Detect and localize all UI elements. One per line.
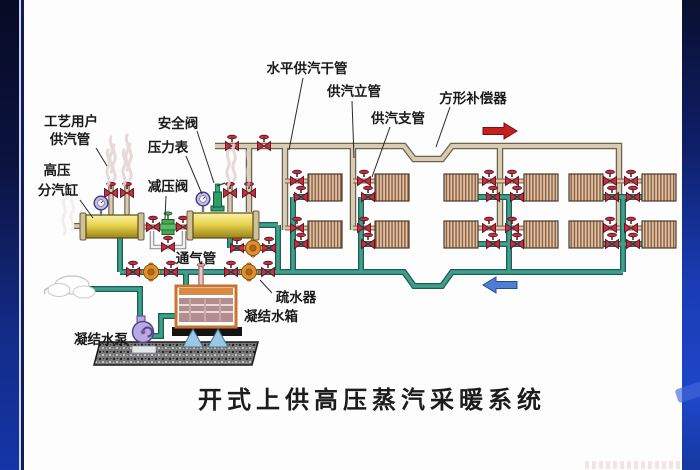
cylinder-flange <box>79 212 87 241</box>
safety-valve-icon <box>210 182 226 212</box>
radiator <box>568 173 604 202</box>
watermark-smudge <box>585 461 680 469</box>
hp-steam-cylinder <box>85 214 139 239</box>
radiator-row-floor1 <box>307 173 677 202</box>
label-supply-riser: 供汽立管 <box>326 83 381 99</box>
vent-pipe-cap <box>196 263 206 267</box>
radiator <box>641 220 677 249</box>
label-condensate-tank: 凝结水箱 <box>244 308 298 324</box>
label-process-user-1: 工艺用户 <box>44 113 98 129</box>
label-pressure-gauge: 压力表 <box>148 139 189 155</box>
label-condensate-pump: 凝结水泵 <box>74 331 128 347</box>
radiator-row-floor2 <box>307 220 677 249</box>
user-steam-pipes-fill <box>109 185 232 215</box>
radiator <box>374 173 410 202</box>
label-hp-cylinder-1: 高压 <box>44 162 71 178</box>
diagram-title: 开式上供高压蒸汽采暖系统 <box>198 386 546 414</box>
condensate-tank-graphic <box>174 284 238 329</box>
reducing-valve-icon <box>159 211 177 235</box>
label-process-user-2: 供汽管 <box>49 131 91 147</box>
steam-supply-main-pipe-fill <box>215 144 621 230</box>
label-hp-cylinder-2: 分汽缸 <box>38 182 79 198</box>
radiator <box>374 220 410 249</box>
radiator <box>641 173 677 202</box>
label-steam-trap: 疏水器 <box>276 289 317 305</box>
cylinder-flange <box>186 210 194 241</box>
steam-flow-arrow-icon <box>482 122 518 140</box>
radiator <box>523 173 559 202</box>
condensate-pump-graphic <box>131 315 157 354</box>
steam-trap-icon <box>140 262 162 282</box>
radiator <box>443 173 479 202</box>
left-border-band <box>0 0 24 470</box>
radiators <box>307 173 677 249</box>
steam-distribution-cylinders <box>79 182 260 241</box>
label-supply-branch: 供汽支管 <box>370 110 425 126</box>
condensate-flow-arrow-icon <box>482 276 518 294</box>
lp-steam-cylinder <box>192 212 254 239</box>
steam-trap-icon <box>238 262 260 282</box>
pressure-gauge-icon <box>194 190 212 214</box>
radiator <box>443 220 479 249</box>
pressure-gauge-icon <box>92 194 110 218</box>
steam-trap-icon <box>242 238 264 258</box>
label-reducing-valve: 减压阀 <box>148 178 189 194</box>
radiator <box>307 220 343 249</box>
radiator <box>568 220 604 249</box>
tank-support <box>182 327 204 348</box>
label-square-compensator: 方形补偿器 <box>439 90 507 106</box>
label-vent-pipe: 通气管 <box>176 250 217 266</box>
radiator <box>307 173 343 202</box>
right-border-band <box>674 0 700 470</box>
label-safety-valve: 安全阀 <box>158 115 199 131</box>
cylinder-flange <box>137 212 145 241</box>
label-leader-lines <box>79 77 451 294</box>
tank-stand <box>172 327 242 336</box>
label-horizontal-supply-main: 水平供汽干管 <box>267 60 348 76</box>
radiator <box>523 220 559 249</box>
tank-support <box>207 327 229 348</box>
condensate-station <box>43 275 259 366</box>
steam-cloud <box>43 275 96 299</box>
cylinder-flange <box>252 210 260 241</box>
